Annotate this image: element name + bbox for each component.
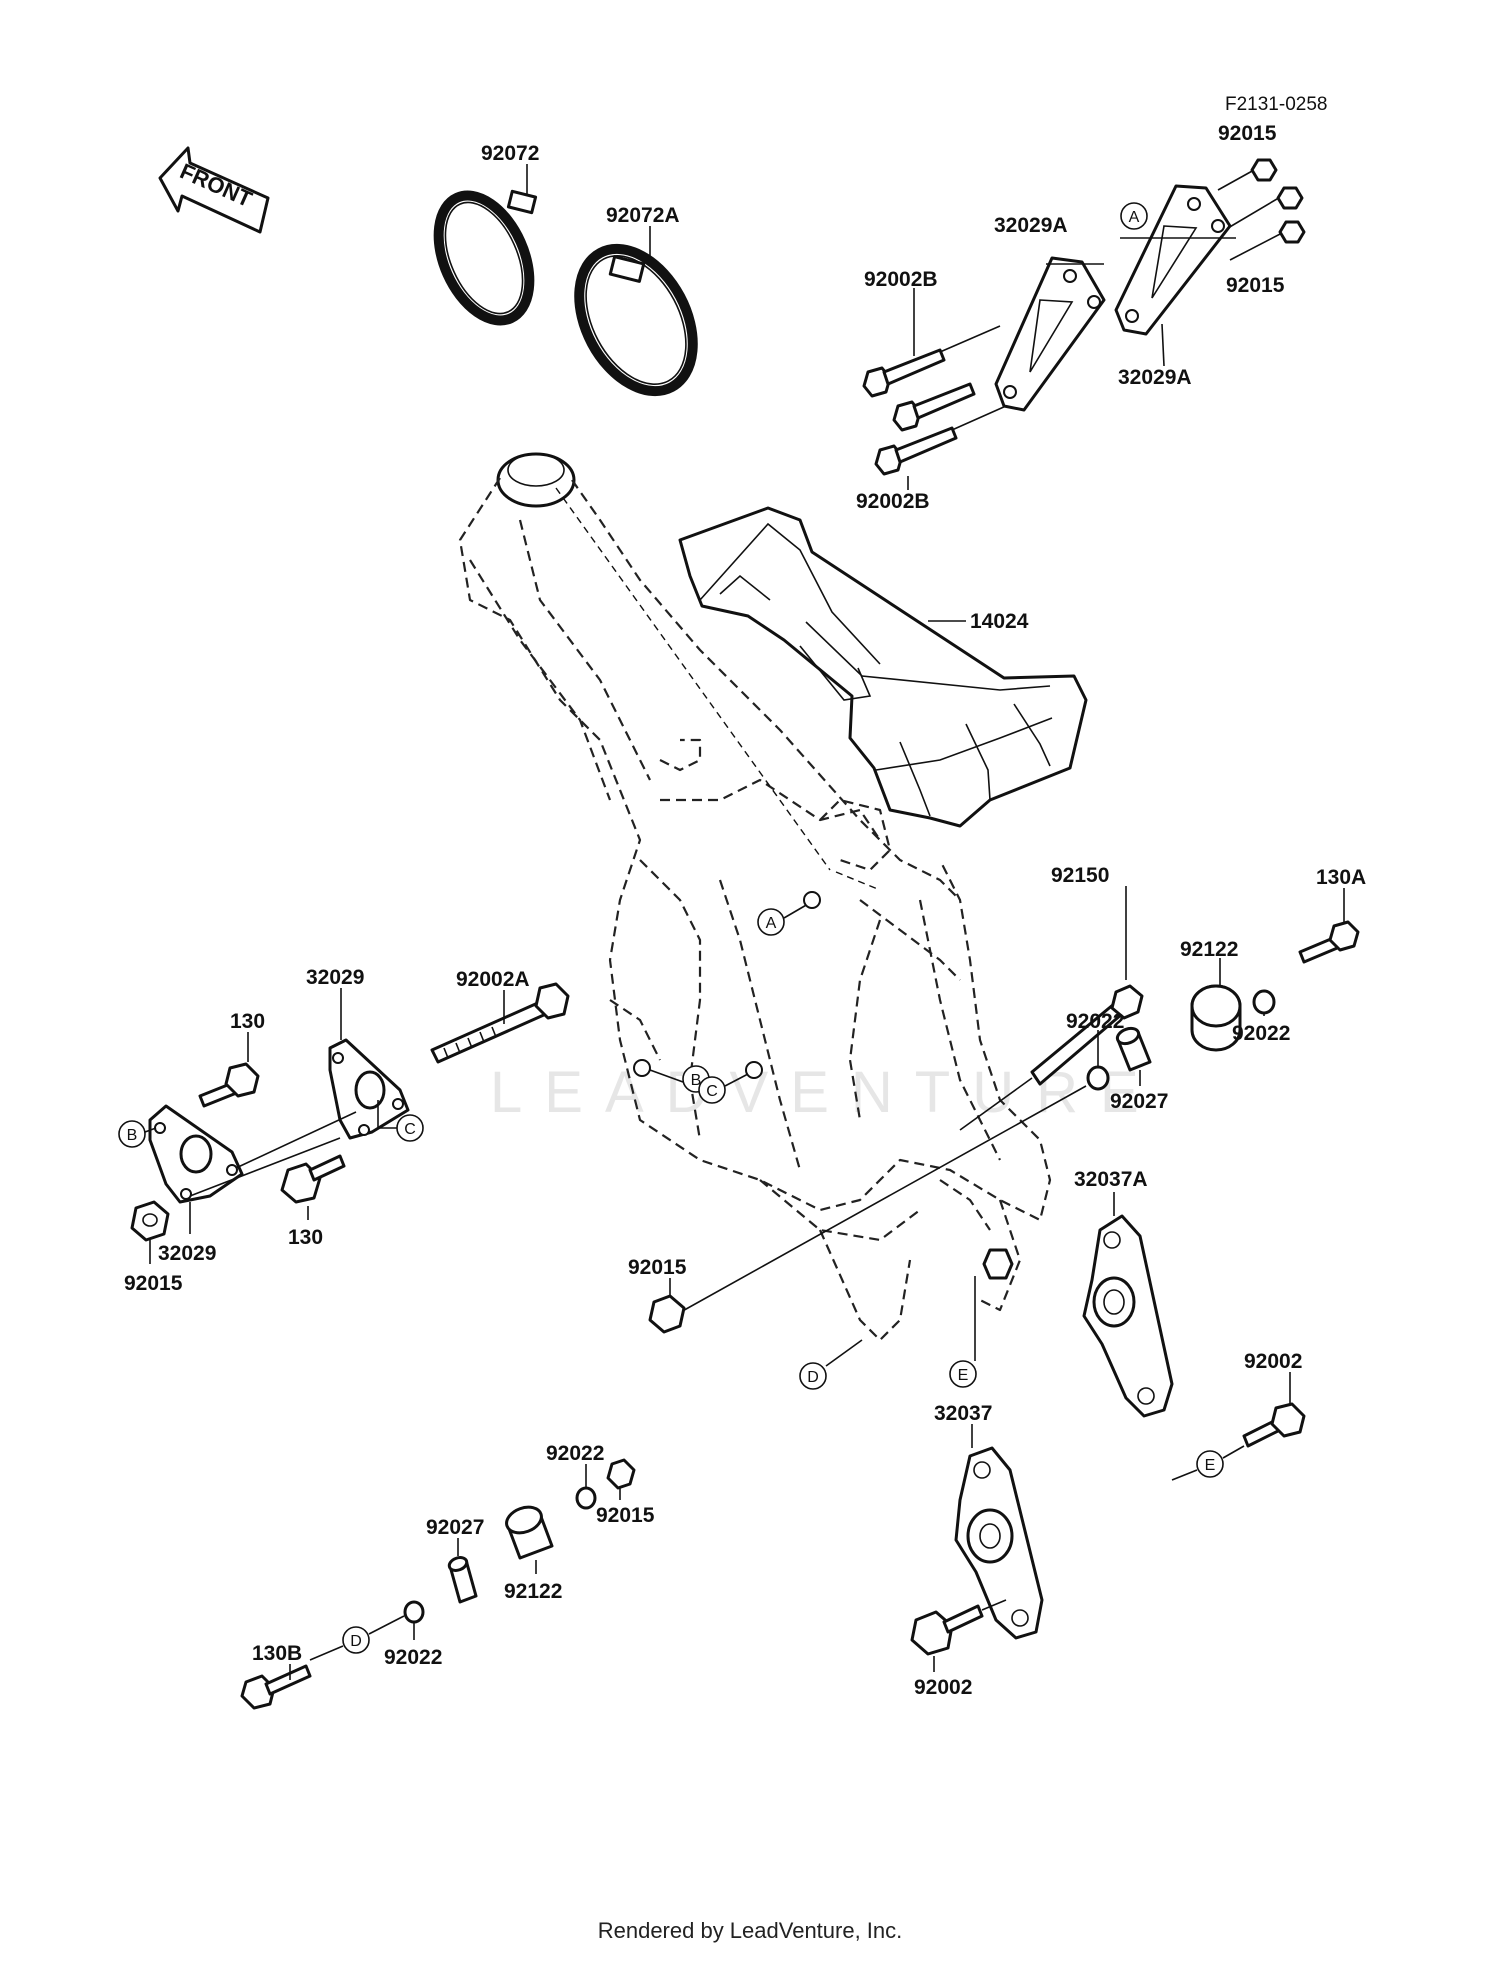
callout-92015-lower: 92015: [596, 1504, 655, 1527]
bolt-92002A: [430, 982, 570, 1064]
callout-92022-mid: 92022: [1066, 1010, 1124, 1033]
callout-92022-right: 92022: [1232, 1022, 1290, 1045]
callout-92122-right: 92122: [1180, 938, 1238, 961]
washer-92022-right: [1252, 989, 1276, 1015]
callout-92027-right: 92027: [1110, 1090, 1168, 1113]
callout-32029A-top: 32029A: [994, 214, 1068, 237]
nut-92015-left: [130, 1200, 170, 1242]
nut-92015-top-b: [1276, 186, 1304, 210]
ref-b-left: B: [127, 1127, 138, 1144]
nut-92015-top-a: [1250, 158, 1278, 182]
clamp-92072: [433, 189, 538, 326]
ref-b-frame: B: [691, 1072, 702, 1089]
ref-e-right: E: [1205, 1457, 1216, 1474]
callout-130-top: 130: [230, 1010, 265, 1033]
washer-92022-mid: [1086, 1065, 1110, 1091]
plate-32029-top: [328, 1038, 410, 1140]
bolt-92150: [1030, 984, 1144, 1086]
washer-92022-lower: [575, 1486, 597, 1510]
ref-e-frame: E: [958, 1367, 969, 1384]
callout-92022-lower: 92022: [546, 1442, 604, 1465]
callout-92015-center: 92015: [628, 1256, 687, 1279]
callout-92150: 92150: [1051, 864, 1109, 887]
callout-92002A: 92002A: [456, 968, 530, 991]
sleeve-92027-right: [1115, 1026, 1152, 1072]
watermark: LEADVENTURE: [490, 1060, 1161, 1125]
callout-92015-left: 92015: [124, 1272, 183, 1295]
ref-c-frame: C: [706, 1083, 718, 1100]
callout-92027-lower: 92027: [426, 1516, 484, 1539]
callout-92122-lower: 92122: [504, 1580, 562, 1603]
callout-32037: 32037: [934, 1402, 992, 1425]
ref-d-lower: D: [350, 1633, 362, 1650]
motorcycle-frame: [458, 452, 1052, 1342]
callout-92002-right: 92002: [1244, 1350, 1302, 1373]
front-arrow-icon: FRONT: [158, 146, 270, 234]
bolt-130A: [1298, 920, 1360, 964]
figure-code: F2131-0258: [1225, 94, 1327, 115]
bolt-130-top: [198, 1062, 260, 1108]
callout-92022-bottom: 92022: [384, 1646, 442, 1669]
bolt-92002B-bot: [874, 426, 958, 476]
callout-92015-top: 92015: [1218, 122, 1277, 145]
collar-92122-lower: [505, 1505, 554, 1560]
bolt-92002-bottom: [910, 1604, 984, 1656]
ref-d-frame: D: [807, 1369, 819, 1386]
footer-credit: Rendered by LeadVenture, Inc.: [598, 1918, 903, 1943]
callout-92072A: 92072A: [606, 204, 680, 227]
bolt-92002B-top: [862, 348, 946, 398]
nut-92015-center: [648, 1294, 686, 1334]
callout-130B: 130B: [252, 1642, 302, 1665]
bolt-92002-right: [1242, 1402, 1306, 1448]
callout-32029A-right: 32029A: [1118, 366, 1192, 389]
bracket-32029A-left: [994, 256, 1106, 412]
callout-32029-top: 32029: [306, 966, 364, 989]
bracket-32029A-right: [1114, 184, 1232, 336]
callout-92015-right: 92015: [1226, 274, 1285, 297]
skid-plate-14024: [678, 506, 1088, 828]
sleeve-92027-lower: [447, 1556, 478, 1604]
ref-a-frame: A: [766, 915, 777, 932]
callout-32037A: 32037A: [1074, 1168, 1148, 1191]
bracket-32037: [954, 1446, 1044, 1640]
callout-130-bot: 130: [288, 1226, 323, 1249]
callout-92002-bot: 92002: [914, 1676, 972, 1699]
ref-a-top: A: [1129, 209, 1140, 226]
callout-92002B-bot: 92002B: [856, 490, 930, 513]
bolt-130-bottom: [280, 1154, 346, 1204]
nut-92015-lower: [606, 1458, 636, 1490]
nut-92015-top-c: [1278, 220, 1306, 244]
ref-c-left: C: [404, 1121, 416, 1138]
bolt-130B: [240, 1664, 312, 1710]
plate-32029-bottom: [148, 1104, 244, 1204]
callout-130A: 130A: [1316, 866, 1366, 889]
washer-92022-bottom: [403, 1600, 425, 1624]
bracket-32037A: [1082, 1214, 1174, 1418]
callout-14024: 14024: [970, 610, 1029, 633]
callout-32029-bot: 32029: [158, 1242, 216, 1265]
clamp-92072A: [574, 243, 698, 397]
callout-92002B-top: 92002B: [864, 268, 938, 291]
bolt-92002B-mid: [892, 382, 976, 432]
callout-92072: 92072: [481, 142, 539, 165]
collar-92122-right: [1190, 984, 1242, 1052]
